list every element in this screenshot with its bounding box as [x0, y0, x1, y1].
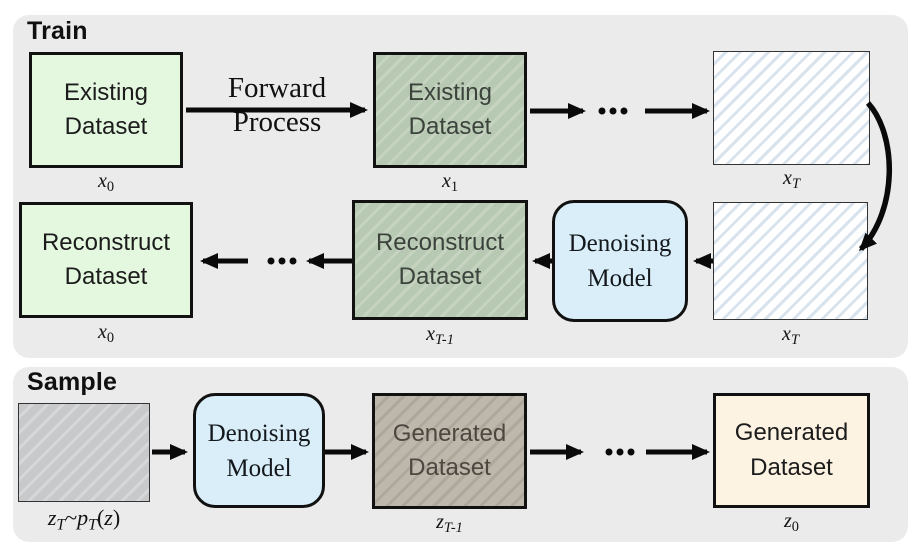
reconstruct-dataset-x0-box: Reconstruct Dataset: [19, 202, 193, 318]
box-label-line: Generated: [734, 419, 849, 447]
label-x0-bottom: x0: [97, 321, 115, 347]
train-title: Train: [27, 17, 88, 45]
denoising-model-train-box: Denoising Model: [552, 200, 688, 322]
box-label-line: Dataset: [750, 453, 833, 481]
box-label-line: Denoising: [207, 419, 311, 447]
box-label-line: Dataset: [398, 263, 482, 290]
box-label-line: Model: [587, 265, 653, 292]
box-label-line: Existing: [407, 78, 493, 106]
label-x0-top: x0: [97, 170, 115, 196]
existing-dataset-x1-box: Existing Dataset: [373, 52, 527, 168]
sample-title: Sample: [27, 368, 118, 396]
box-label-line: Model: [226, 454, 292, 482]
existing-dataset-x0-box: Existing Dataset: [29, 52, 183, 168]
box-label-line: Dataset: [408, 113, 492, 140]
box-label-line: Denoising: [568, 230, 672, 257]
box-label-line: Reconstruct: [375, 228, 505, 256]
label-zT1: zT-1: [436, 511, 463, 537]
box-label-line: Reconstruct: [41, 228, 171, 256]
box-label-line: Existing: [63, 78, 149, 106]
label-xT1: xT-1: [426, 323, 454, 349]
noise-xT-top-box: [713, 51, 870, 165]
label-zT-pT: zT~pT(z): [47, 505, 121, 534]
box-label-line: Generated: [392, 419, 507, 447]
noise-zT-box: [18, 403, 150, 502]
reconstruct-dataset-xT1-box: Reconstruct Dataset: [352, 200, 528, 320]
box-label-line: Dataset: [408, 454, 491, 481]
box-label-line: Dataset: [64, 263, 148, 290]
box-label-line: Dataset: [64, 113, 148, 140]
noise-xT-bottom-box: [713, 202, 868, 320]
label-xT-bottom: xT: [782, 323, 799, 349]
process-label-line: Process: [232, 106, 322, 138]
label-xT-top: xT: [783, 167, 800, 193]
label-x1: x1: [441, 170, 459, 196]
generated-dataset-z0-box: Generated Dataset: [713, 393, 870, 508]
forward-label-line: Forward: [227, 72, 327, 104]
forward-process-label: Forward Process: [189, 72, 365, 140]
denoising-model-sample-box: Denoising Model: [193, 393, 325, 508]
generated-dataset-zT1-box: Generated Dataset: [372, 393, 527, 509]
label-z0: z0: [784, 510, 799, 536]
